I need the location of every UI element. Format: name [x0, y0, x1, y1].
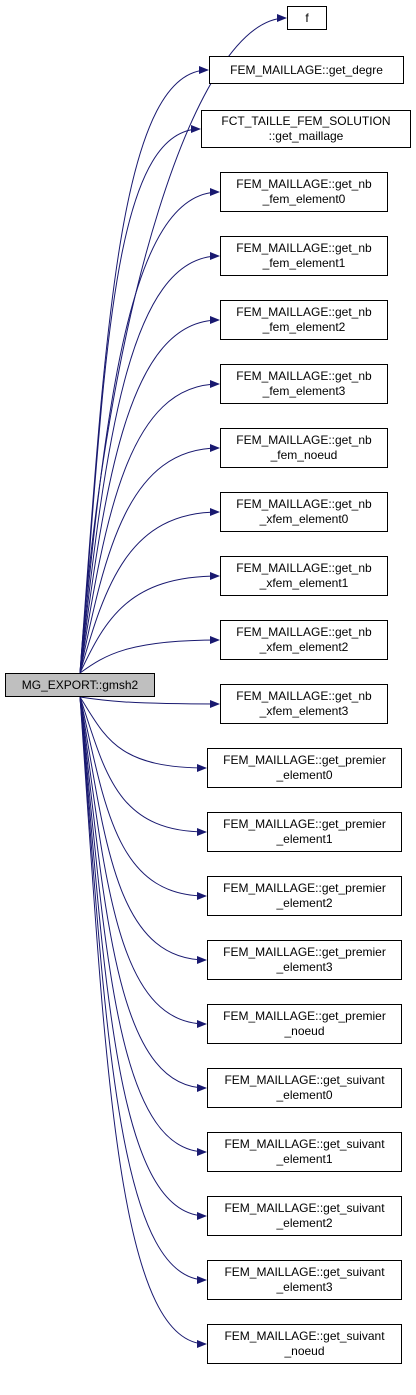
node-label-line: _fem_element1 [262, 256, 346, 270]
node-f[interactable]: f [287, 6, 327, 30]
node-label-line: FEM_MAILLAGE::get_nb [236, 689, 372, 703]
node-fem-maillage-get-suivant-noeud[interactable]: FEM_MAILLAGE::get_suivant_noeud [207, 1324, 402, 1364]
edge-to-node-fem-maillage-get-premier-element2 [79, 696, 207, 900]
node-label-line: FEM_MAILLAGE::get_nb [236, 177, 372, 191]
node-fem-maillage-get-suivant-element0[interactable]: FEM_MAILLAGE::get_suivant_element0 [207, 1068, 402, 1108]
node-label-line: FEM_MAILLAGE::get_premier [223, 945, 386, 959]
node-label-line: _noeud [284, 1024, 325, 1038]
node-label-line: FEM_MAILLAGE::get_nb [236, 497, 372, 511]
node-label-line: _element2 [276, 896, 333, 910]
edge-to-node-fem-maillage-get-nb-xfem-element3 [79, 696, 220, 708]
edge-to-node-f [79, 14, 287, 674]
node-label-line: _element2 [276, 1216, 333, 1230]
edge-to-node-fem-maillage-get-premier-element3 [79, 696, 207, 964]
edge-to-node-fem-maillage-get-suivant-noeud [79, 696, 207, 1348]
edge-to-node-fem-maillage-get-suivant-element2 [79, 696, 207, 1220]
node-label-line: FEM_MAILLAGE::get_premier [223, 881, 386, 895]
node-label-line: FEM_MAILLAGE::get_nb [236, 369, 372, 383]
node-label-line: _fem_element3 [262, 384, 346, 398]
node-label-line: FEM_MAILLAGE::get_premier [223, 753, 386, 767]
node-fem-maillage-get-premier-element2[interactable]: FEM_MAILLAGE::get_premier_element2 [207, 876, 402, 916]
node-label-line: FEM_MAILLAGE::get_degre [230, 62, 383, 77]
edge-to-node-fem-maillage-get-nb-fem-element0 [79, 188, 220, 674]
edge-to-node-fem-maillage-get-premier-element0 [79, 696, 207, 772]
node-label-line: FEM_MAILLAGE::get_suivant [224, 1265, 385, 1279]
node-label-line: f [305, 10, 309, 25]
edge-to-node-fem-maillage-get-suivant-element3 [79, 696, 207, 1284]
node-fct-taille-fem-solution-get-maillage[interactable]: FCT_TAILLE_FEM_SOLUTION::get_maillage [201, 110, 411, 148]
edge-to-node-fem-maillage-get-nb-fem-element2 [79, 316, 220, 674]
node-fem-maillage-get-degre[interactable]: FEM_MAILLAGE::get_degre [209, 56, 404, 84]
node-label-line: _fem_noeud [270, 448, 338, 462]
node-label-line: _element1 [276, 1152, 333, 1166]
node-label-line: FEM_MAILLAGE::get_suivant [224, 1329, 385, 1343]
node-label-line: _xfem_element3 [259, 704, 349, 718]
node-label-line: FEM_MAILLAGE::get_premier [223, 1009, 386, 1023]
node-label-line: FEM_MAILLAGE::get_nb [236, 305, 372, 319]
node-label-line: _element0 [276, 768, 333, 782]
node-label-line: _fem_element2 [262, 320, 346, 334]
node-label-line: ::get_maillage [268, 129, 344, 143]
node-label-line: _element1 [276, 832, 333, 846]
node-fem-maillage-get-nb-xfem-element2[interactable]: FEM_MAILLAGE::get_nb_xfem_element2 [220, 620, 388, 660]
node-label-line: FEM_MAILLAGE::get_premier [223, 817, 386, 831]
edge-to-node-fem-maillage-get-nb-xfem-element1 [79, 572, 220, 674]
edge-to-node-fem-maillage-get-premier-noeud [79, 696, 207, 1028]
node-fem-maillage-get-nb-fem-element1[interactable]: FEM_MAILLAGE::get_nb_fem_element1 [220, 236, 388, 276]
node-label-line: FEM_MAILLAGE::get_suivant [224, 1137, 385, 1151]
root-node-label: MG_EXPORT::gmsh2 [21, 677, 139, 692]
node-label-line: _fem_element0 [262, 192, 346, 206]
node-fem-maillage-get-suivant-element3[interactable]: FEM_MAILLAGE::get_suivant_element3 [207, 1260, 402, 1300]
node-label-line: _xfem_element2 [259, 640, 349, 654]
node-label-line: FEM_MAILLAGE::get_nb [236, 241, 372, 255]
node-label-line: _element0 [276, 1088, 333, 1102]
edge-to-node-fem-maillage-get-nb-fem-element1 [79, 252, 220, 674]
node-fem-maillage-get-suivant-element2[interactable]: FEM_MAILLAGE::get_suivant_element2 [207, 1196, 402, 1236]
node-fem-maillage-get-suivant-element1[interactable]: FEM_MAILLAGE::get_suivant_element1 [207, 1132, 402, 1172]
root-node-mg-export-gmsh2[interactable]: MG_EXPORT::gmsh2 [5, 673, 155, 697]
node-label-line: FEM_MAILLAGE::get_nb [236, 625, 372, 639]
edge-to-node-fem-maillage-get-suivant-element1 [79, 696, 207, 1156]
node-label-line: _element3 [276, 1280, 333, 1294]
edge-to-node-fem-maillage-get-degre [79, 66, 209, 674]
edge-to-node-fem-maillage-get-suivant-element0 [79, 696, 207, 1092]
node-fem-maillage-get-nb-fem-element3[interactable]: FEM_MAILLAGE::get_nb_fem_element3 [220, 364, 388, 404]
edge-to-node-fem-maillage-get-nb-xfem-element2 [79, 636, 220, 674]
node-fem-maillage-get-nb-fem-element0[interactable]: FEM_MAILLAGE::get_nb_fem_element0 [220, 172, 388, 212]
node-fem-maillage-get-nb-xfem-element0[interactable]: FEM_MAILLAGE::get_nb_xfem_element0 [220, 492, 388, 532]
node-fem-maillage-get-nb-fem-noeud[interactable]: FEM_MAILLAGE::get_nb_fem_noeud [220, 428, 388, 468]
node-label-line: FEM_MAILLAGE::get_nb [236, 433, 372, 447]
node-fem-maillage-get-nb-xfem-element1[interactable]: FEM_MAILLAGE::get_nb_xfem_element1 [220, 556, 388, 596]
node-fem-maillage-get-nb-xfem-element3[interactable]: FEM_MAILLAGE::get_nb_xfem_element3 [220, 684, 388, 724]
node-label-line: FEM_MAILLAGE::get_suivant [224, 1201, 385, 1215]
edge-to-node-fem-maillage-get-nb-fem-noeud [79, 444, 220, 674]
node-label-line: FEM_MAILLAGE::get_nb [236, 561, 372, 575]
node-fem-maillage-get-premier-noeud[interactable]: FEM_MAILLAGE::get_premier_noeud [207, 1004, 402, 1044]
node-label-line: _xfem_element0 [259, 512, 349, 526]
edge-to-node-fem-maillage-get-nb-fem-element3 [79, 380, 220, 674]
edge-to-node-fem-maillage-get-nb-xfem-element0 [79, 508, 220, 674]
edge-to-node-fct-taille-fem-solution-get-maillage [79, 125, 201, 674]
node-fem-maillage-get-premier-element3[interactable]: FEM_MAILLAGE::get_premier_element3 [207, 940, 402, 980]
node-fem-maillage-get-nb-fem-element2[interactable]: FEM_MAILLAGE::get_nb_fem_element2 [220, 300, 388, 340]
edge-to-node-fem-maillage-get-premier-element1 [79, 696, 207, 836]
node-label-line: _noeud [284, 1344, 325, 1358]
node-label-line: FCT_TAILLE_FEM_SOLUTION [221, 114, 391, 128]
node-fem-maillage-get-premier-element1[interactable]: FEM_MAILLAGE::get_premier_element1 [207, 812, 402, 852]
node-label-line: _element3 [276, 960, 333, 974]
node-fem-maillage-get-premier-element0[interactable]: FEM_MAILLAGE::get_premier_element0 [207, 748, 402, 788]
node-label-line: _xfem_element1 [259, 576, 349, 590]
node-label-line: FEM_MAILLAGE::get_suivant [224, 1073, 385, 1087]
